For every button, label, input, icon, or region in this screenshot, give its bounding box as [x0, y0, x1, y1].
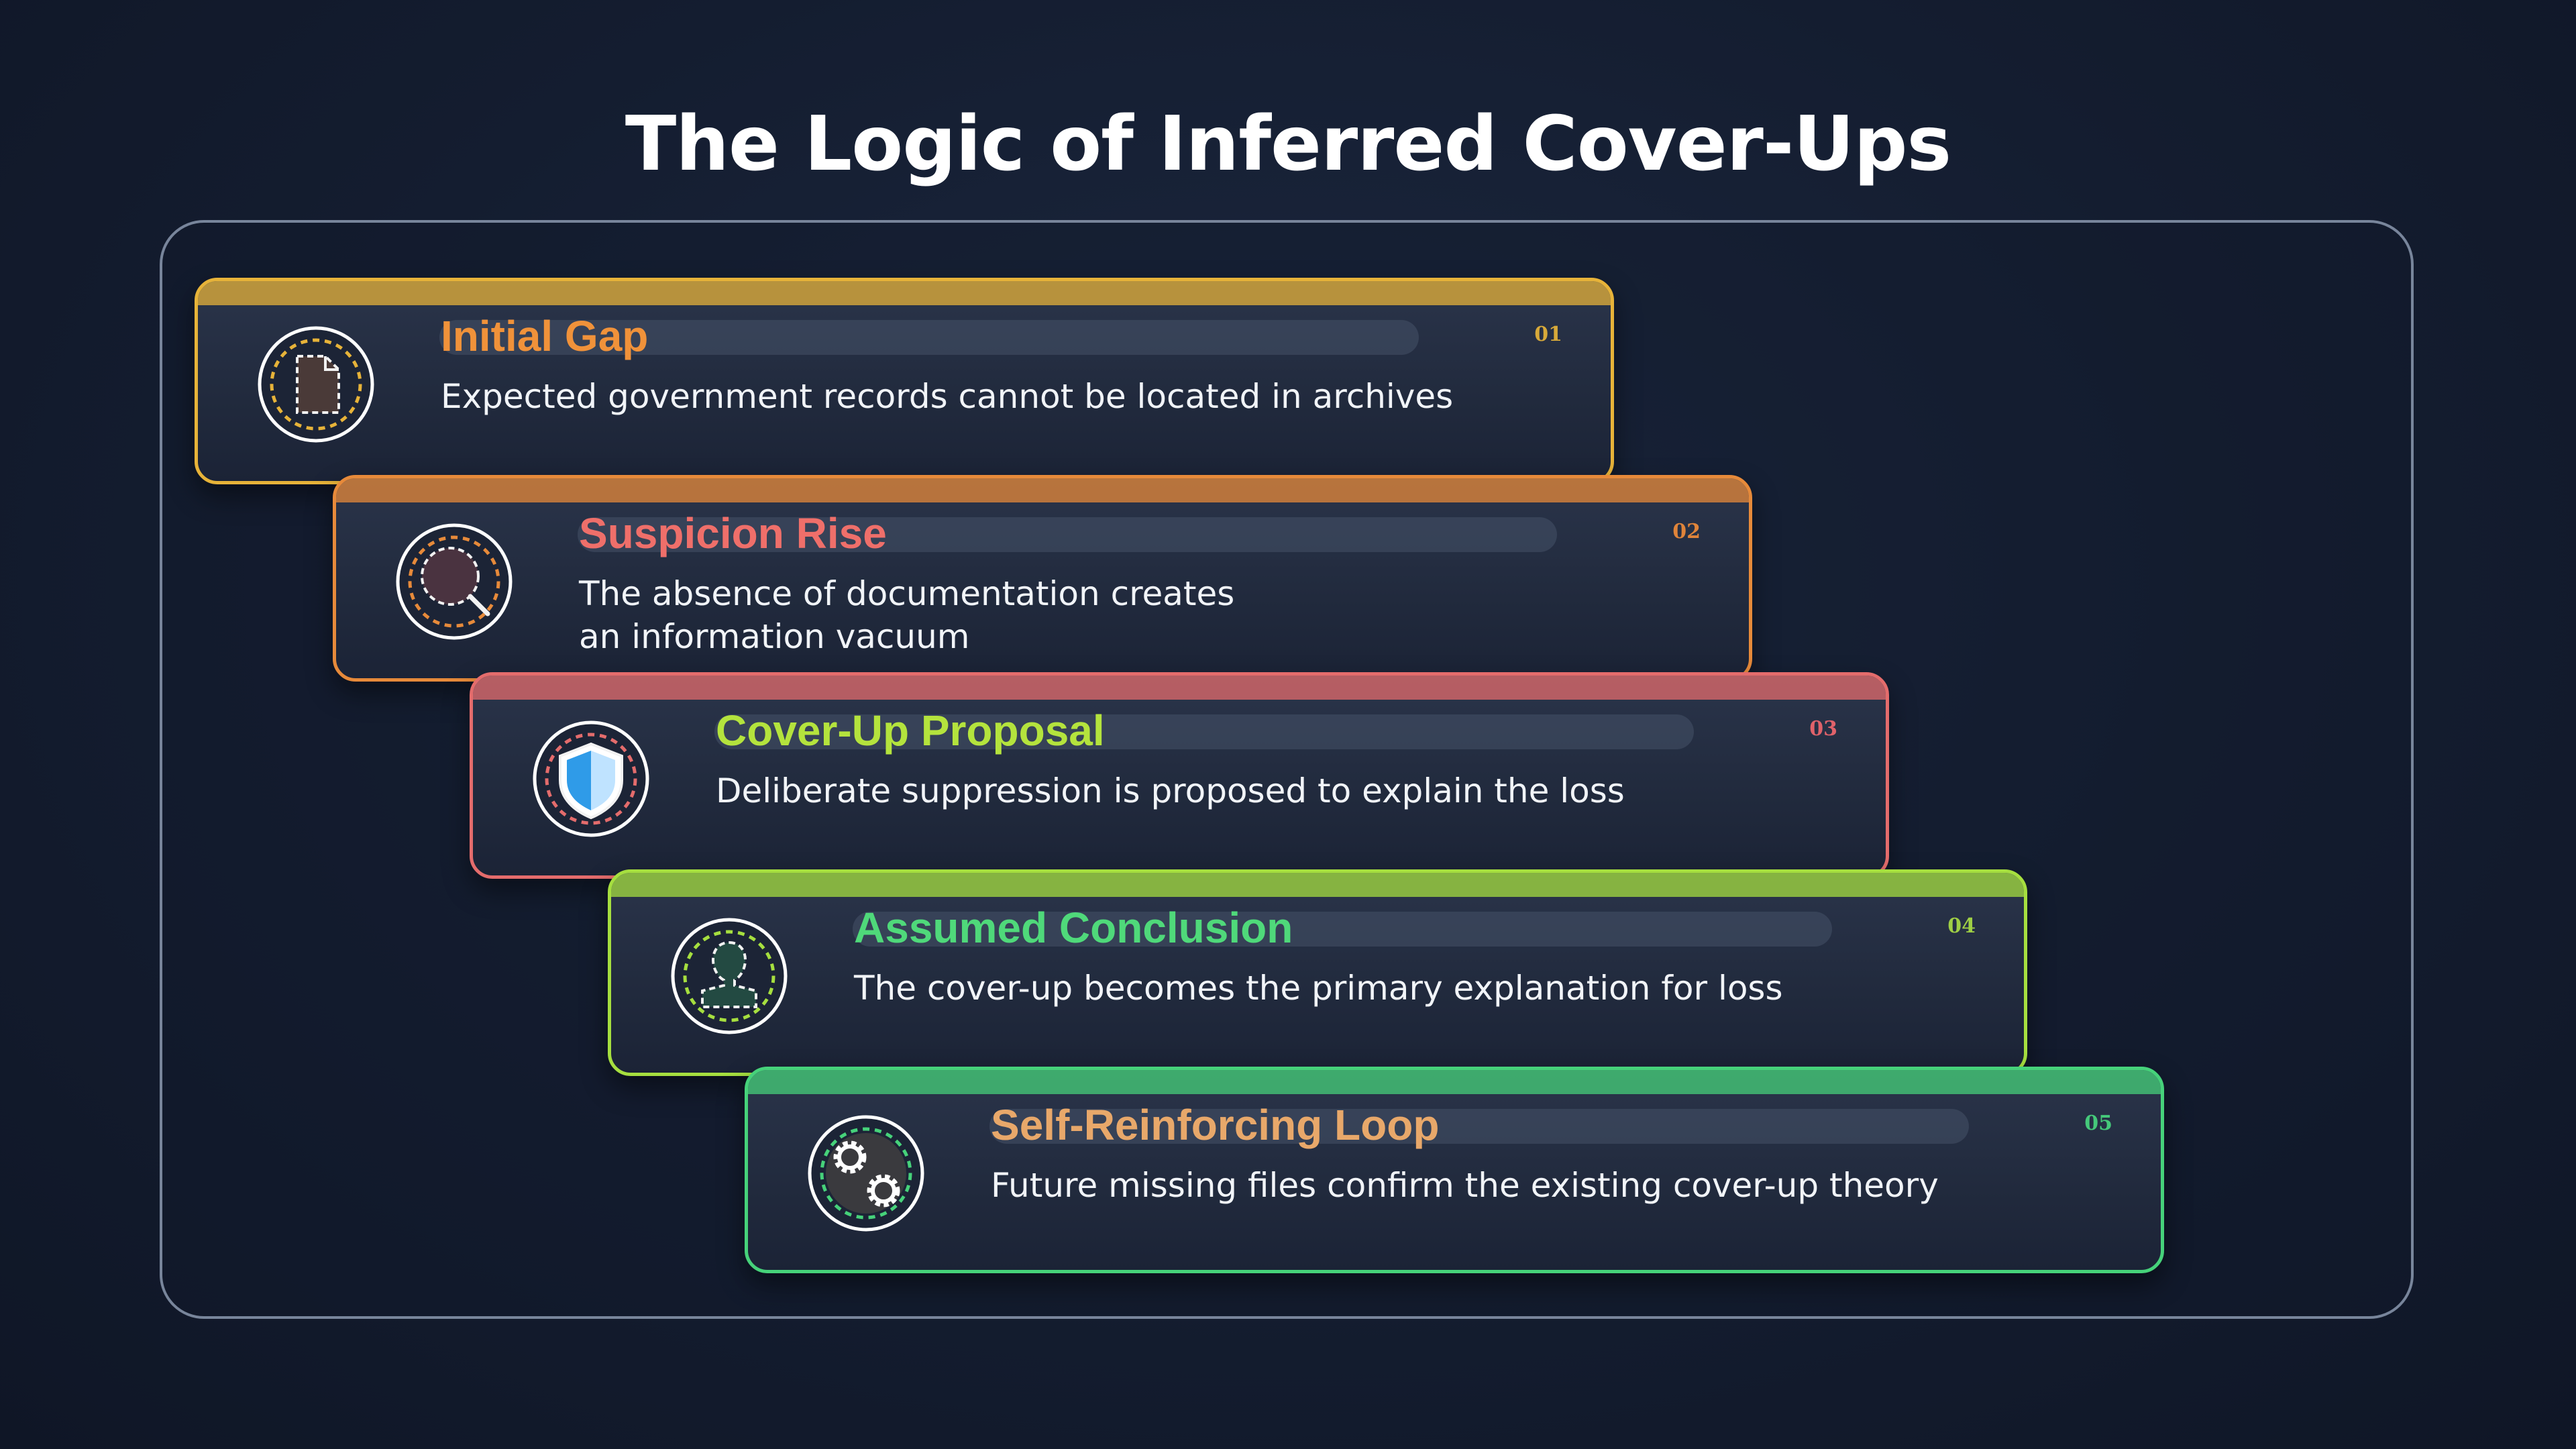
- title-track: [989, 1109, 1969, 1144]
- step-card-assumed-conclusion: Assumed Conclusion 04 The cover-up becom…: [608, 869, 2027, 1076]
- description-line: Deliberate suppression is proposed to ex…: [716, 771, 1625, 810]
- description-line: Expected government records cannot be lo…: [441, 377, 1454, 416]
- card-header-bar: [336, 478, 1749, 502]
- page-title: The Logic of Inferred Cover-Ups: [625, 101, 1951, 188]
- step-number: 05: [2084, 1112, 2112, 1135]
- step-description: The absence of documentation creates an …: [579, 572, 1625, 658]
- gears-icon: [806, 1113, 926, 1234]
- title-track: [853, 912, 1832, 947]
- step-title: Assumed Conclusion: [854, 904, 1293, 952]
- card-header-bar: [473, 676, 1886, 700]
- description-line: The absence of documentation creates: [579, 574, 1235, 613]
- document-icon: [256, 324, 376, 445]
- person-icon: [669, 916, 790, 1036]
- magnifier-icon: [394, 521, 515, 642]
- shield-icon: [531, 718, 651, 839]
- step-title: Self-Reinforcing Loop: [991, 1101, 1440, 1149]
- step-number: 04: [1947, 914, 1976, 938]
- step-number: 01: [1534, 323, 1562, 346]
- title-track: [578, 517, 1557, 552]
- step-title: Cover-Up Proposal: [716, 706, 1105, 755]
- description-line: Future missing files confirm the existin…: [991, 1166, 1939, 1205]
- step-description: Expected government records cannot be lo…: [441, 375, 1487, 418]
- step-number: 02: [1672, 520, 1701, 543]
- description-line: The cover-up becomes the primary explana…: [854, 969, 1783, 1008]
- step-description: Future missing files confirm the existin…: [991, 1164, 2037, 1207]
- step-card-initial-gap: Initial Gap 01 Expected government recor…: [195, 278, 1614, 484]
- card-header-bar: [198, 281, 1611, 305]
- card-header-bar: [748, 1070, 2161, 1094]
- title-track: [714, 714, 1694, 749]
- step-number: 03: [1809, 717, 1837, 741]
- step-description: The cover-up becomes the primary explana…: [854, 967, 1900, 1010]
- step-card-cover-up-proposal: Cover-Up Proposal 03 Deliberate suppress…: [470, 672, 1889, 879]
- description-line: an information vacuum: [579, 617, 970, 656]
- step-title: Suspicion Rise: [579, 509, 887, 557]
- step-description: Deliberate suppression is proposed to ex…: [716, 769, 1762, 812]
- step-title: Initial Gap: [441, 312, 649, 360]
- step-card-self-reinforcing-loop: Self-Reinforcing Loop 05 Future missing …: [745, 1067, 2164, 1273]
- title-track: [439, 320, 1419, 355]
- step-card-suspicion-rise: Suspicion Rise 02 The absence of documen…: [333, 475, 1752, 682]
- card-header-bar: [611, 873, 2024, 897]
